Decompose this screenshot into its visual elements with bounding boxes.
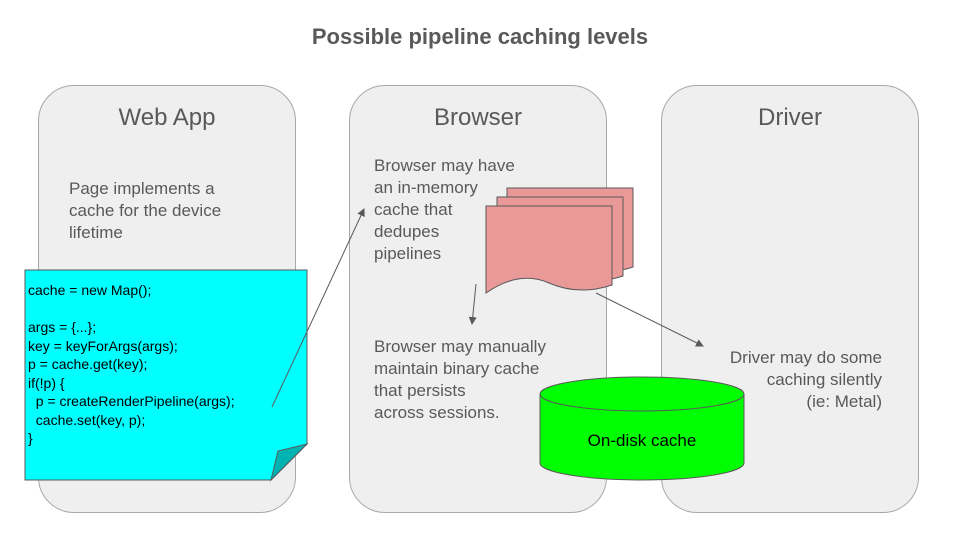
- arrow-code-to-memory-cache: [271, 208, 365, 408]
- code-note: [24, 269, 309, 482]
- diagram-title: Possible pipeline caching levels: [311, 24, 649, 49]
- disk-cache-label: On-disk cache: [587, 431, 697, 450]
- memory-cache-documents: [485, 187, 634, 294]
- lane-browser-title: Browser: [433, 104, 523, 131]
- lane-web-app-title: Web App: [118, 104, 216, 131]
- browser-disk-description: Browser may manually maintain binary cac…: [374, 337, 546, 422]
- driver-description: Driver may do some caching silently (ie:…: [729, 348, 882, 411]
- code-snippet: cache = new Map(); args = {...}; key = k…: [28, 282, 235, 446]
- arrow-memory-to-driver: [595, 292, 704, 347]
- web-app-description: Page implements a cache for the device l…: [69, 179, 222, 242]
- note-fold: [270, 443, 309, 482]
- lane-driver-title: Driver: [758, 104, 822, 131]
- browser-memory-description: Browser may have an in-memory cache that…: [374, 156, 515, 263]
- disk-cache-cylinder: [539, 376, 745, 481]
- arrow-memory-to-disk-text: [468, 283, 477, 325]
